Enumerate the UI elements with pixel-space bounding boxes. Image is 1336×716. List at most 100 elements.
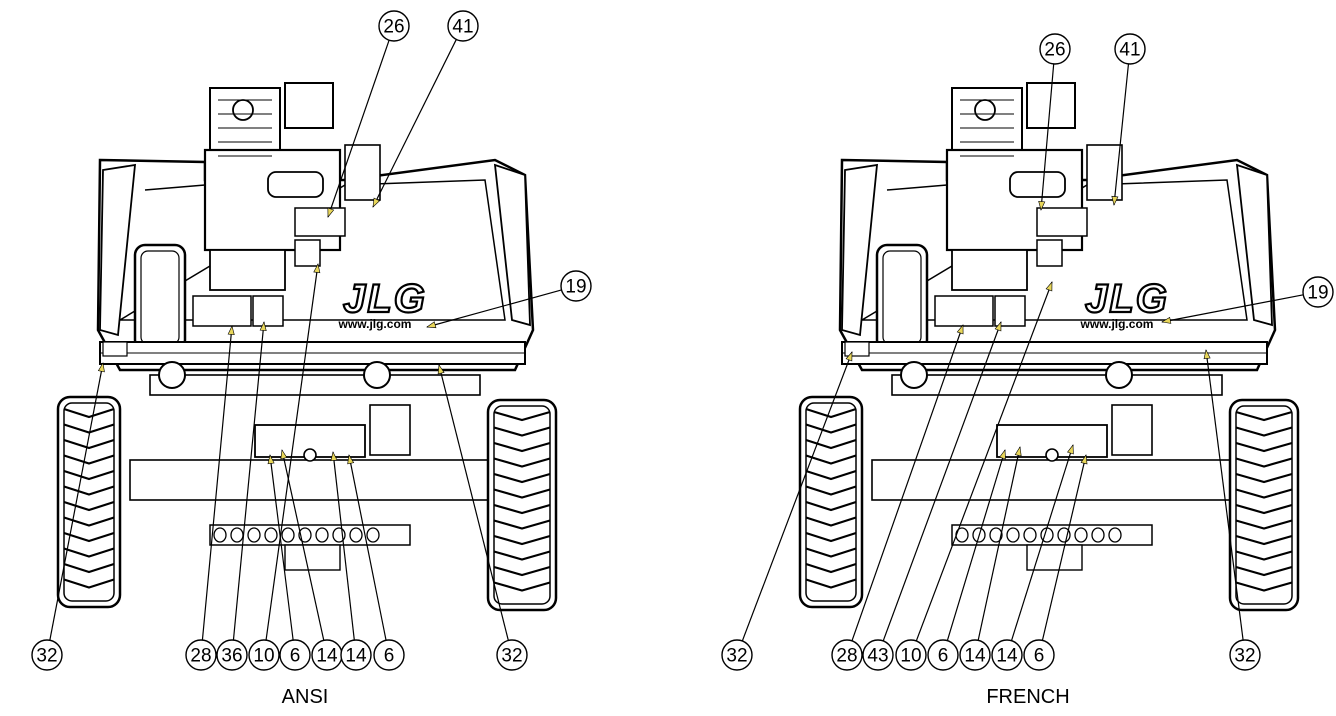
leader-arrow [372, 197, 381, 208]
leader-line [332, 451, 355, 641]
leader-line [1161, 294, 1304, 323]
leader-line [1113, 63, 1130, 206]
leader-arrow [845, 351, 853, 362]
callout-number: 14 [316, 646, 338, 667]
leader-line [232, 321, 265, 641]
right-tire [1228, 398, 1300, 612]
leader-line [269, 454, 294, 641]
leader-arrow [426, 321, 437, 329]
callout-bubble [1039, 33, 1071, 65]
callout-bubble [895, 639, 927, 671]
leader-line [49, 362, 104, 641]
callout-bubble [959, 639, 991, 671]
callout-number: 6 [938, 646, 949, 667]
decal-placements [102, 207, 346, 357]
callout-number: 26 [383, 17, 404, 38]
turret-mast [203, 82, 381, 291]
leader-arrow [227, 325, 235, 336]
callout-bubble [1302, 276, 1334, 308]
callout-bubble [279, 639, 311, 671]
leader-arrow [999, 449, 1006, 460]
undercarriage [871, 361, 1233, 571]
leader-line [741, 351, 853, 642]
brand-url: www.jlg.com [1080, 317, 1154, 331]
callout-number: 41 [1119, 40, 1140, 61]
callout-bubble [831, 639, 863, 671]
leader-arrow [1203, 349, 1211, 360]
callout-number: 19 [565, 277, 586, 298]
leader-arrow [1014, 446, 1022, 457]
callout-number: 6 [290, 646, 301, 667]
callout-number: 32 [36, 646, 57, 667]
leader-arrow [313, 263, 321, 274]
leader-line [946, 449, 1006, 641]
callout-bubble [447, 10, 479, 42]
leader-arrow [347, 454, 355, 465]
leader-arrow [1111, 195, 1119, 206]
leader-line [281, 449, 325, 641]
callout-number: 6 [1034, 646, 1045, 667]
leader-arrow [1067, 444, 1074, 455]
callout-number: 32 [501, 646, 522, 667]
callout-bubble [1114, 33, 1146, 65]
leader-line [915, 281, 1053, 642]
callout-number: 6 [384, 646, 395, 667]
brand-logo: JLG [1085, 277, 1169, 321]
right-tire [486, 398, 558, 612]
callout-number: 19 [1307, 283, 1328, 304]
callout-bubble [216, 639, 248, 671]
callout-number: 14 [964, 646, 986, 667]
callout-number: 28 [190, 646, 211, 667]
leader-line [882, 321, 1002, 642]
leader-arrow [1045, 281, 1053, 292]
callout-number: 36 [221, 646, 242, 667]
leader-line [348, 454, 387, 641]
leader-line [977, 446, 1021, 641]
leader-arrow [327, 207, 335, 218]
brand-url: www.jlg.com [338, 317, 412, 331]
leader-arrow [97, 362, 105, 373]
callout-bubble [927, 639, 959, 671]
leader-line [327, 39, 390, 218]
callout-bubble [1229, 639, 1261, 671]
ansi-caption: ANSI [281, 686, 329, 708]
leader-arrow [994, 321, 1002, 332]
leader-line [1205, 349, 1244, 641]
leader-arrow [1161, 316, 1172, 324]
decal-placements [844, 207, 1088, 357]
brand-logo: JLG [343, 277, 427, 321]
leader-line [372, 39, 457, 208]
callout-number: 10 [253, 646, 274, 667]
leader-arrow [1080, 454, 1088, 465]
leader-line [265, 263, 319, 641]
callout-bubble [248, 639, 280, 671]
leader-line [438, 364, 509, 641]
callout-bubble [340, 639, 372, 671]
callout-bubble [373, 639, 405, 671]
leader-arrow [437, 364, 445, 375]
leader-line [426, 289, 562, 328]
callout-number: 26 [1044, 40, 1065, 61]
leader-arrow [1038, 200, 1046, 211]
left-tire [56, 395, 122, 609]
callout-number: 28 [836, 646, 857, 667]
callout-bubble [496, 639, 528, 671]
undercarriage [129, 361, 491, 571]
leader-arrow [956, 324, 964, 335]
leader-arrow [330, 451, 338, 462]
callout-number: 32 [1234, 646, 1255, 667]
leader-line [851, 324, 964, 642]
leader-line [1041, 454, 1087, 641]
callout-bubble [31, 639, 63, 671]
callout-bubble [721, 639, 753, 671]
leader-arrow [267, 454, 275, 465]
callout-number: 14 [996, 646, 1018, 667]
leader-arrow [259, 321, 267, 332]
leader-line [1040, 63, 1055, 211]
